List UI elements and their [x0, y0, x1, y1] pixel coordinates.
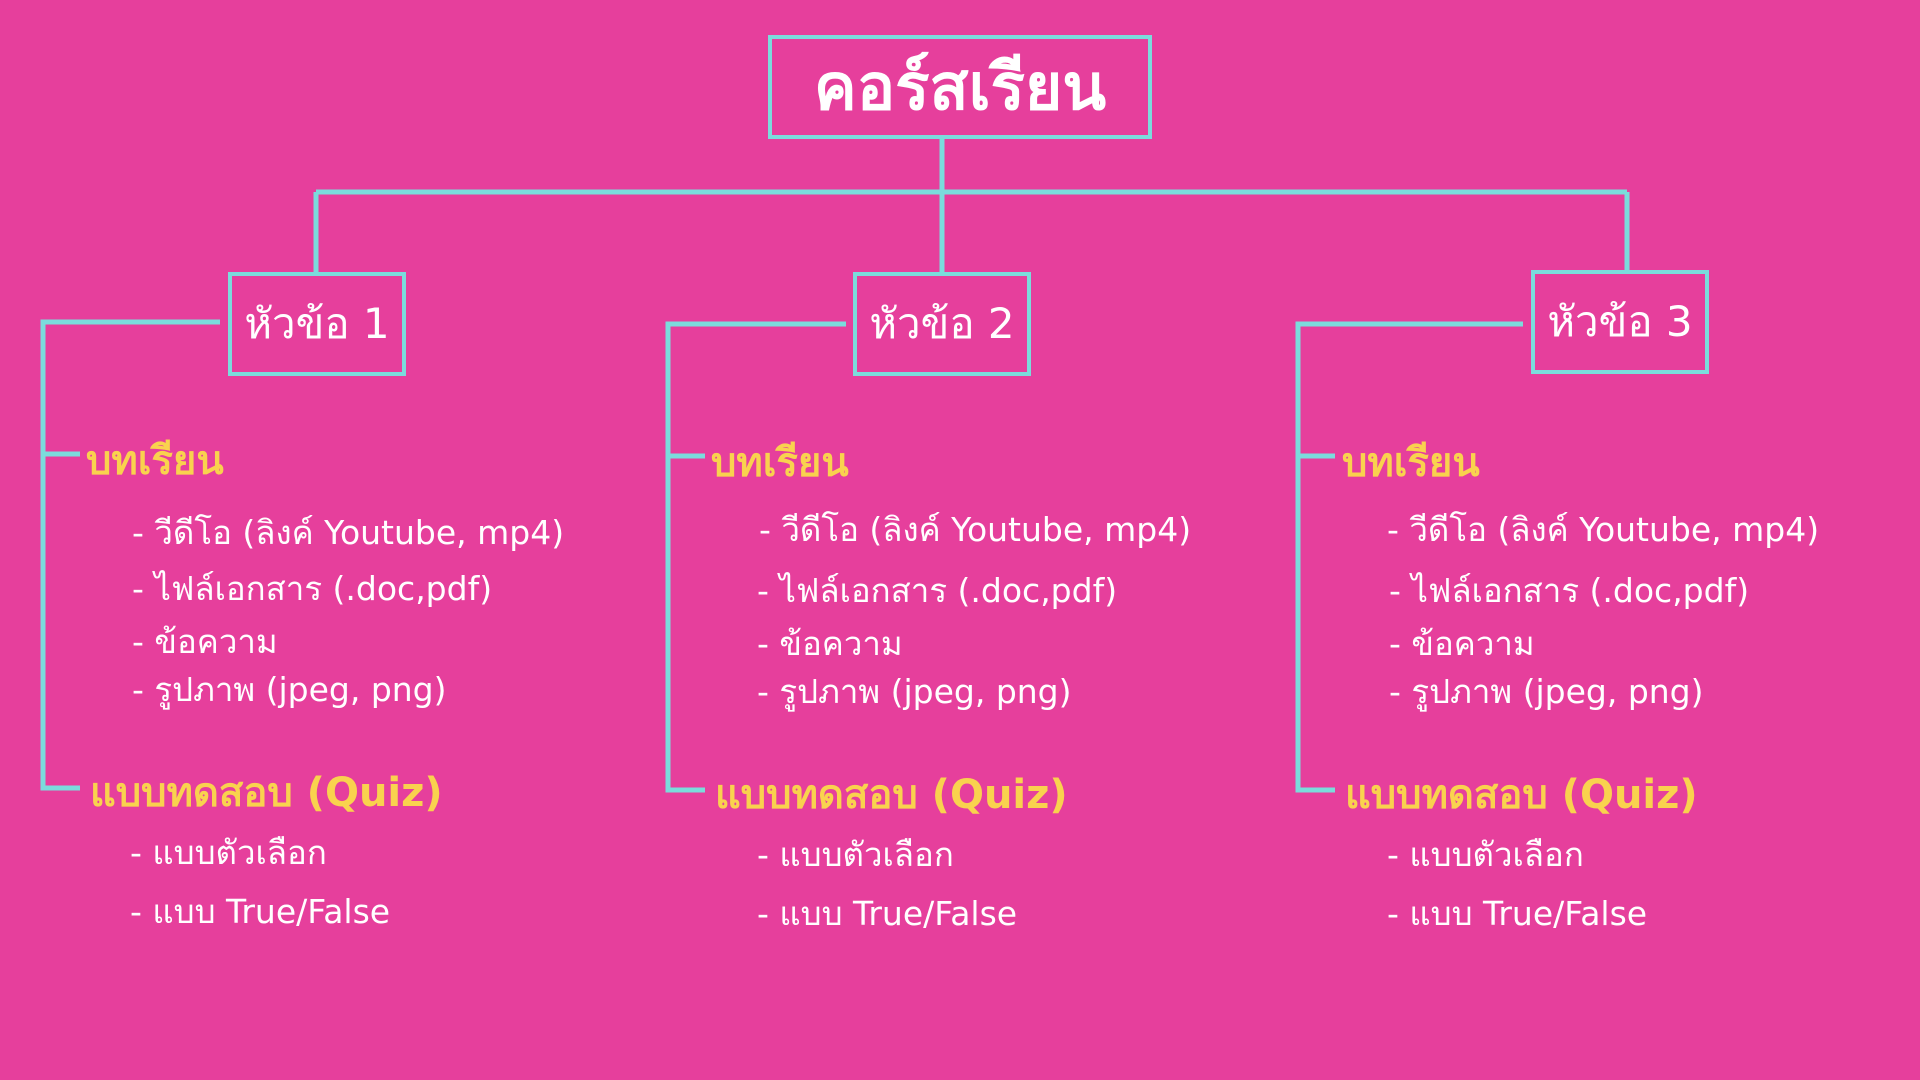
- topic-2-quiz-item: - แบบ True/False: [757, 894, 1018, 933]
- topic-3-quiz-item: - แบบ True/False: [1387, 894, 1648, 933]
- topic-3-lesson-item: - รูปภาพ (jpeg, png): [1389, 672, 1704, 711]
- topic-1-box: หัวข้อ 1: [228, 272, 406, 376]
- topic-3-lesson-item: - ข้อความ: [1389, 624, 1535, 663]
- topic-2-lesson-item: - วีดีโอ (ลิงค์ Youtube, mp4): [759, 510, 1192, 549]
- topic-1-quiz-item: - แบบ True/False: [130, 892, 391, 931]
- topic-1-title: หัวข้อ 1: [244, 299, 390, 348]
- topic-3-lesson-item: - วีดีโอ (ลิงค์ Youtube, mp4): [1387, 510, 1820, 549]
- topic-1-lessons-title: บทเรียน: [86, 438, 224, 484]
- topic-3-lesson-item: - ไฟล์เอกสาร (.doc,pdf): [1389, 571, 1750, 610]
- topic-3-quiz-item: - แบบตัวเลือก: [1387, 835, 1584, 874]
- topic-1-quiz-title: แบบทดสอบ (Quiz): [90, 770, 443, 816]
- topic-2-quiz-item: - แบบตัวเลือก: [757, 835, 954, 874]
- topic3-bracket-line: [1295, 321, 1523, 793]
- topic-1-lesson-item: - ข้อความ: [132, 622, 278, 661]
- topic-2-lesson-item: - รูปภาพ (jpeg, png): [757, 672, 1072, 711]
- topic1-bracket-line: [40, 319, 220, 791]
- topic-2-title: หัวข้อ 2: [869, 299, 1015, 348]
- topic-2-lesson-item: - ข้อความ: [757, 624, 903, 663]
- topic-2-lesson-item: - ไฟล์เอกสาร (.doc,pdf): [757, 571, 1118, 610]
- topic-1-lesson-item: - ไฟล์เอกสาร (.doc,pdf): [132, 569, 493, 608]
- root-course-box: คอร์สเรียน: [768, 35, 1152, 139]
- topic-2-lessons-title: บทเรียน: [711, 440, 849, 486]
- topic-2-box: หัวข้อ 2: [853, 272, 1031, 376]
- topic2-bracket-line: [665, 321, 846, 793]
- topic-3-title: หัวข้อ 3: [1547, 297, 1693, 346]
- topic-3-box: หัวข้อ 3: [1531, 270, 1709, 374]
- topic-1-quiz-item: - แบบตัวเลือก: [130, 833, 327, 872]
- topic-3-lessons-title: บทเรียน: [1342, 440, 1480, 486]
- root-title: คอร์สเรียน: [813, 51, 1107, 125]
- topic-1-lesson-item: - วีดีโอ (ลิงค์ Youtube, mp4): [132, 513, 565, 552]
- topic-1-lesson-item: - รูปภาพ (jpeg, png): [132, 670, 447, 709]
- topic-3-quiz-title: แบบทดสอบ (Quiz): [1345, 772, 1698, 818]
- topic-2-quiz-title: แบบทดสอบ (Quiz): [715, 772, 1068, 818]
